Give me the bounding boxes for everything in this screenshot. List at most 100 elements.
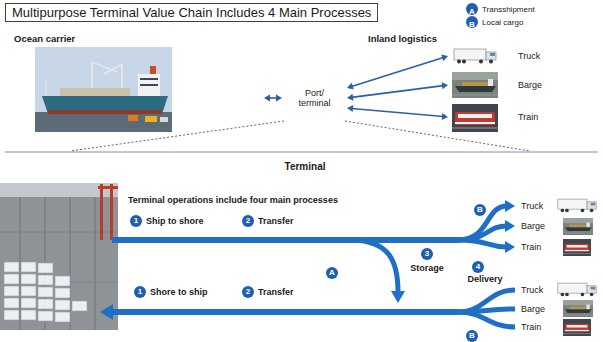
node-shape bbox=[8, 30, 264, 136]
ship-photo-part bbox=[138, 74, 160, 96]
label-wrap: A bbox=[326, 261, 338, 279]
legend-row: B Local cargo bbox=[466, 16, 523, 28]
connector bbox=[347, 54, 448, 89]
node-text: Truck bbox=[521, 201, 543, 211]
connector bbox=[458, 220, 515, 240]
title-box: Multipurpose Terminal Value Chain Includ… bbox=[5, 3, 378, 22]
ship-photo-part bbox=[35, 47, 172, 132]
node-text: Shore to ship bbox=[150, 286, 208, 298]
shape-fill bbox=[282, 76, 347, 120]
mode-icons-part bbox=[454, 49, 496, 64]
mode-item: Truck bbox=[448, 46, 598, 66]
flow-arrows bbox=[100, 240, 458, 320]
ship-photo-part bbox=[140, 84, 158, 86]
connector-line bbox=[352, 57, 444, 86]
terminal-divider-part bbox=[345, 121, 530, 151]
quay-photo-part-part bbox=[21, 310, 36, 320]
step-number: 2 bbox=[242, 215, 254, 227]
quay-photo-part bbox=[110, 184, 113, 240]
text-label: Delivery bbox=[467, 274, 502, 284]
mode-icons-part bbox=[563, 319, 591, 336]
quay-photo-part-part bbox=[4, 274, 19, 284]
panel-box: Inland logisticsTruckBargeTrain bbox=[362, 30, 600, 136]
arrow-head bbox=[505, 200, 515, 212]
ship-photo-part bbox=[42, 96, 168, 114]
mode-item: Truck bbox=[515, 197, 600, 215]
step-number: 3 bbox=[421, 248, 433, 260]
storage-box: 3Storage bbox=[348, 208, 458, 330]
callout-circle: B bbox=[466, 330, 478, 342]
node-text: Barge bbox=[521, 304, 545, 314]
terminal-divider-part bbox=[70, 121, 284, 151]
quay-photo-part-part bbox=[38, 275, 53, 285]
node-shape bbox=[362, 30, 600, 136]
arrow-head bbox=[347, 83, 354, 90]
legend-text: Local cargo bbox=[482, 18, 523, 27]
callout-circle: A bbox=[326, 267, 338, 279]
connector bbox=[458, 312, 515, 327]
node-text: Inland logistics bbox=[362, 30, 600, 47]
shape-fill bbox=[348, 208, 458, 330]
quay-photo-part-part bbox=[21, 274, 36, 284]
quay-photo bbox=[0, 183, 118, 330]
node-text: Ship to shore bbox=[146, 215, 204, 227]
ship-photo-part bbox=[92, 62, 118, 72]
connector bbox=[347, 105, 448, 120]
label-wrap: B bbox=[466, 324, 478, 342]
step-number: 1 bbox=[130, 215, 142, 227]
quay-photo-part-part bbox=[21, 286, 36, 296]
ship-photo-part bbox=[60, 88, 130, 96]
terminal-divider-part bbox=[5, 152, 598, 153]
terminal-divider bbox=[5, 121, 598, 152]
callout-circle: 4 bbox=[472, 261, 484, 273]
ship-photo-part bbox=[128, 115, 138, 121]
mode-item: Train bbox=[515, 318, 600, 336]
shape-fill bbox=[120, 278, 228, 326]
quay-photo-part-part bbox=[4, 310, 19, 320]
arrow-head bbox=[442, 82, 448, 89]
ship-photo-part bbox=[150, 66, 156, 74]
node-text: Transfer bbox=[258, 215, 294, 227]
connector-line bbox=[458, 290, 515, 312]
quay-photo-part-part bbox=[21, 262, 36, 272]
ship-photo-part bbox=[35, 112, 172, 132]
label-wrap: Terminal bbox=[285, 156, 326, 174]
callout-circle: B bbox=[474, 204, 486, 216]
flow-arrows-part bbox=[112, 237, 458, 243]
arrow-head bbox=[442, 113, 448, 120]
arrow-head bbox=[505, 220, 515, 232]
legend-swatch: B bbox=[466, 16, 478, 28]
process-chevron: 2Transfer bbox=[224, 278, 348, 326]
ship-photo-part bbox=[104, 64, 122, 74]
flow-arrows-part bbox=[391, 291, 405, 303]
mode-icons-part bbox=[452, 72, 498, 98]
arrow-head bbox=[347, 105, 353, 112]
arrow-head bbox=[505, 241, 515, 253]
mode-item: Train bbox=[515, 238, 600, 256]
panel-box: Ocean carrier bbox=[8, 30, 264, 136]
title: Multipurpose Terminal Value Chain Includ… bbox=[5, 3, 378, 22]
legend-letter: B bbox=[469, 20, 475, 29]
node-text: Barge bbox=[518, 80, 542, 90]
quay-photo-part-part bbox=[55, 312, 70, 322]
node-text: Barge bbox=[521, 221, 545, 231]
process-chevron: 2 Transfer bbox=[224, 208, 348, 256]
node-text: Storage bbox=[410, 263, 444, 273]
node-text: Transfer bbox=[258, 286, 294, 298]
mode-icons bbox=[452, 49, 596, 336]
quay-photo-part bbox=[0, 183, 118, 330]
text-label: Terminal operations include four main pr… bbox=[128, 195, 338, 205]
quay-photo-part-part bbox=[4, 298, 19, 308]
ship-photo-part bbox=[91, 62, 93, 88]
ship-photo-part bbox=[45, 80, 47, 96]
text-label: Terminal bbox=[285, 161, 326, 172]
connector-line bbox=[352, 108, 443, 116]
quay-photo-part-part bbox=[4, 286, 19, 296]
shape-fill bbox=[224, 208, 348, 256]
mode-item: Barge bbox=[515, 217, 600, 235]
quay-photo-part-part bbox=[55, 300, 70, 310]
node-text: Truck bbox=[521, 285, 543, 295]
process-chevron: 1 Ship to shore bbox=[120, 208, 228, 256]
node-shape bbox=[120, 278, 228, 326]
